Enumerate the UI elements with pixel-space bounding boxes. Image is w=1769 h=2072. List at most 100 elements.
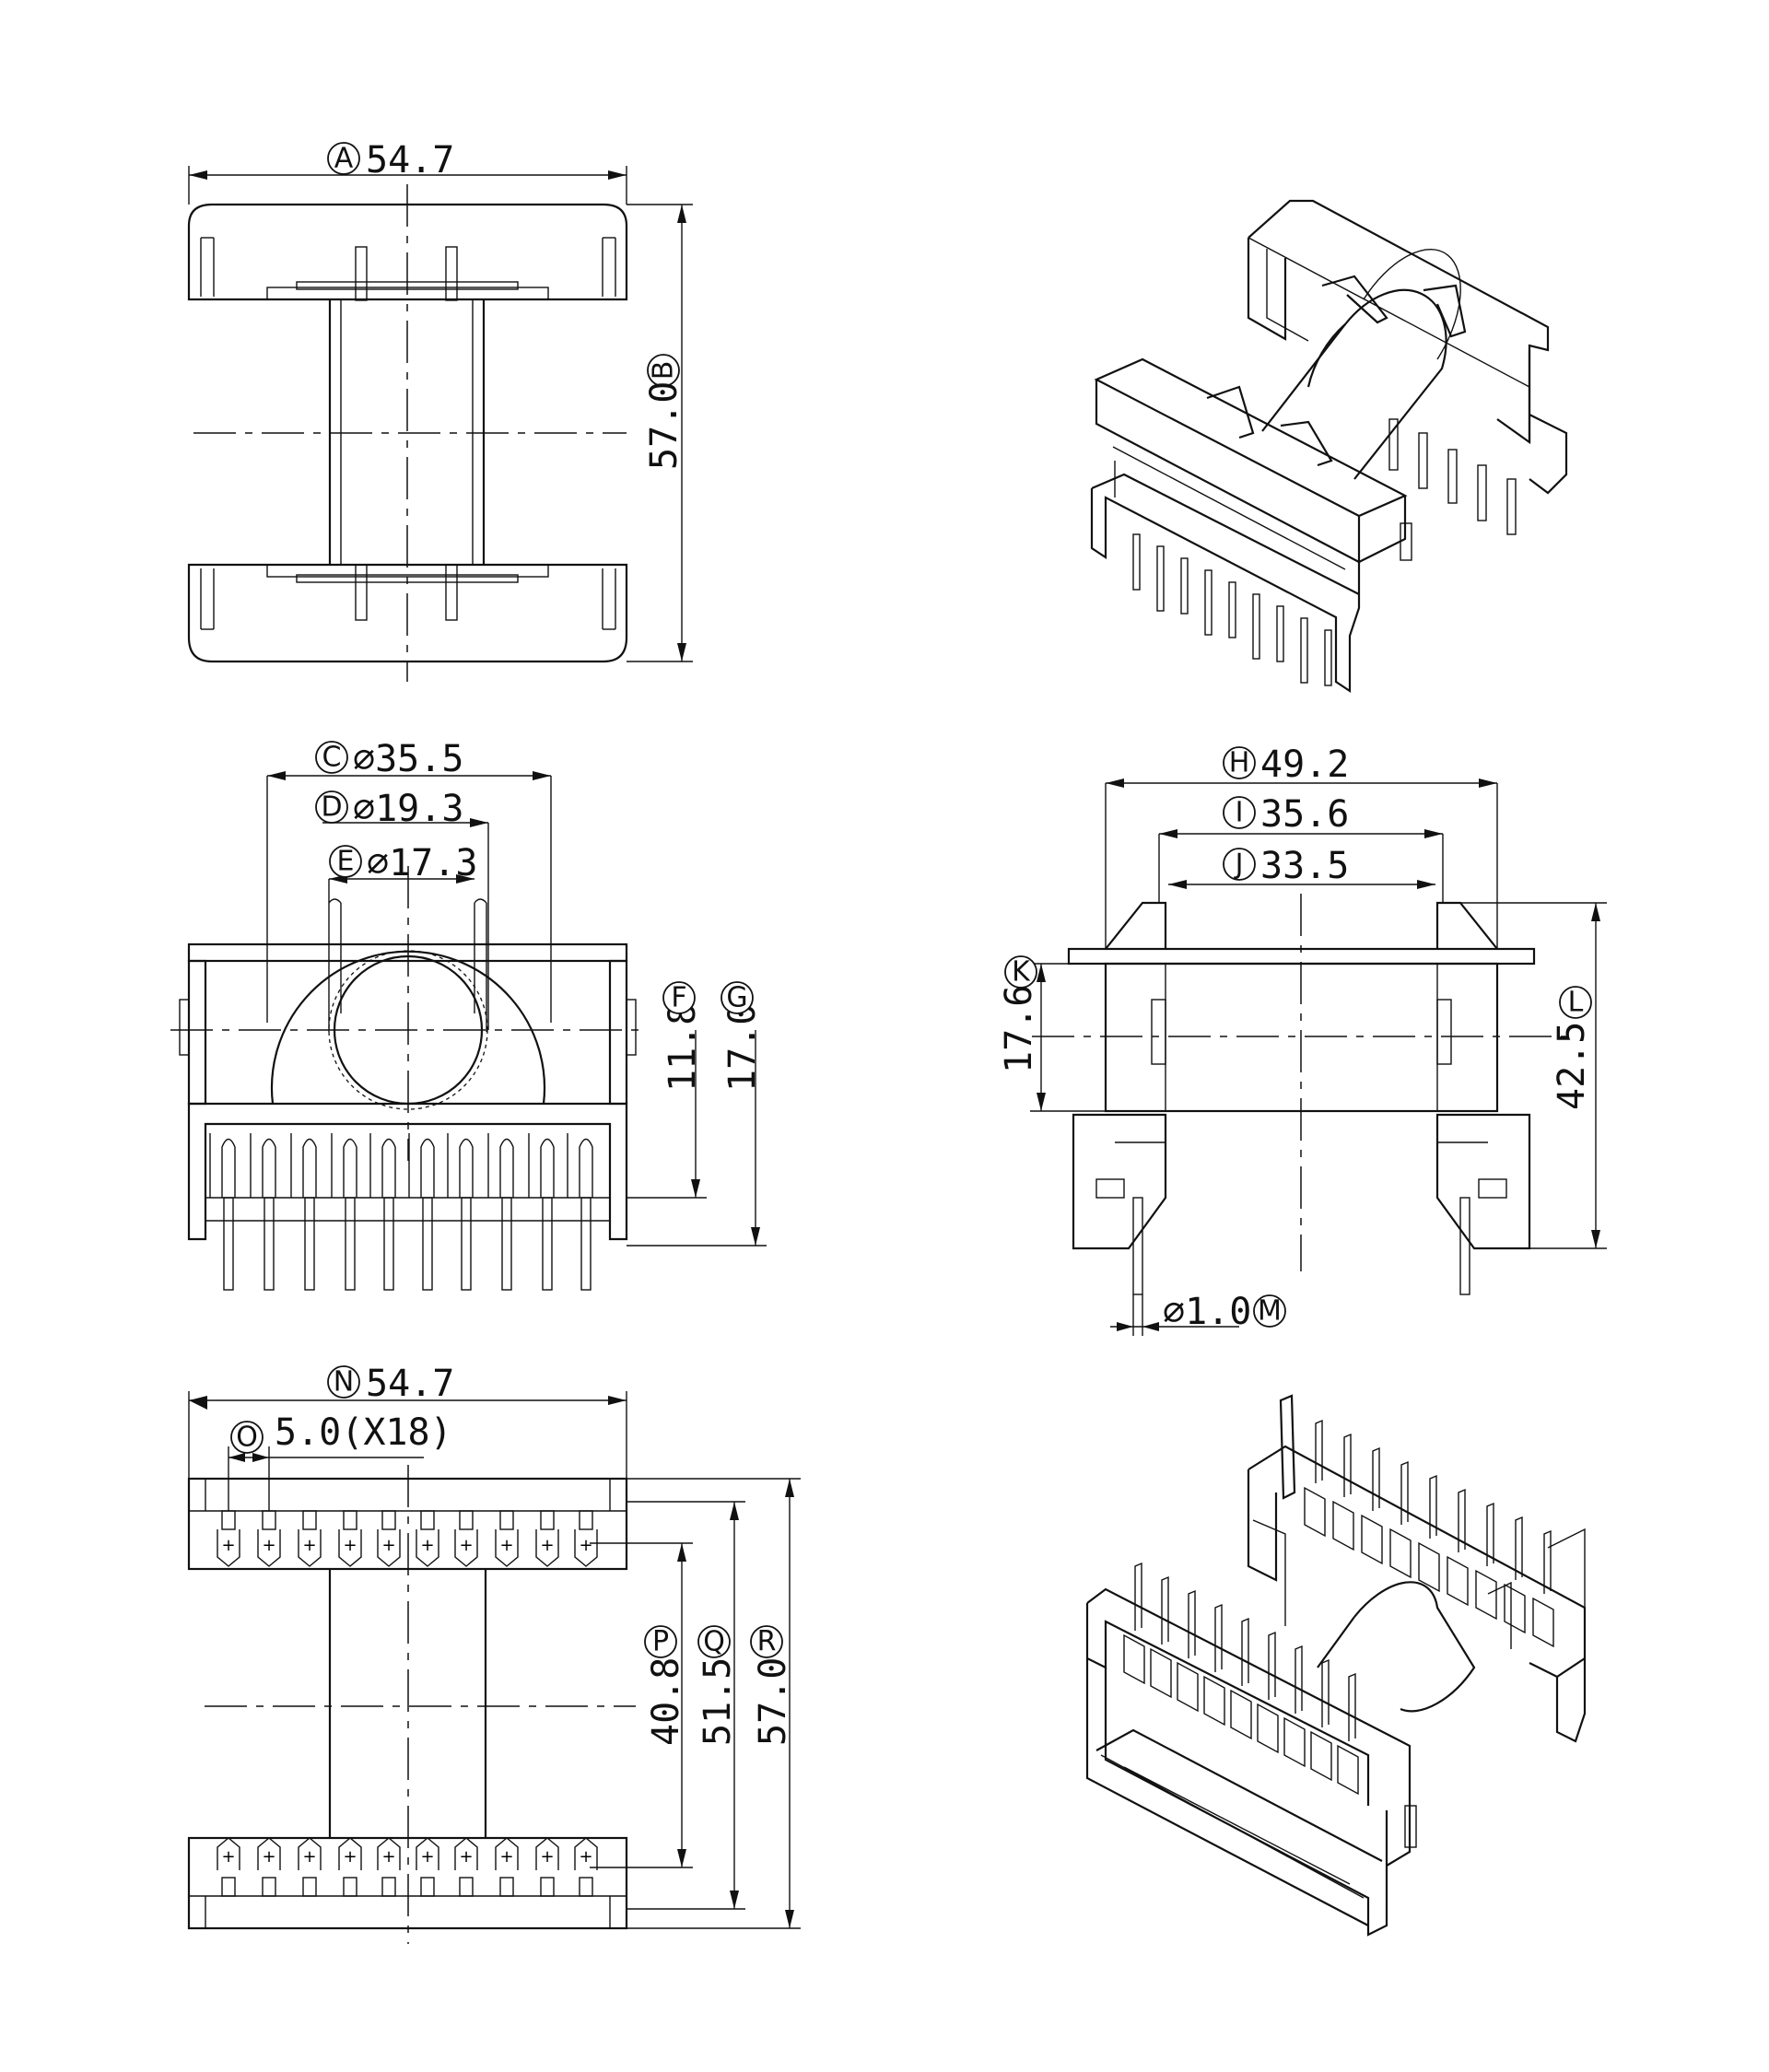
dim-a-value: 54.7	[366, 139, 454, 181]
dim-f-value: 11.8	[662, 1003, 704, 1092]
dim-o-letter: O	[236, 1422, 258, 1454]
isometric-view-top	[1090, 199, 1568, 694]
pin-marker: +	[459, 1536, 473, 1555]
bottom-pin-slot	[420, 1510, 435, 1530]
pin-marker: +	[499, 1536, 513, 1555]
front-pin	[345, 1197, 356, 1291]
bottom-pin-slot	[499, 1510, 514, 1530]
iso-pin-pad	[1123, 1633, 1145, 1685]
dim-q-letter: Q	[703, 1626, 725, 1658]
bottom-pin-pad	[217, 1529, 240, 1567]
bottom-pin-pad	[298, 1837, 322, 1870]
dim-i-letter: I	[1236, 797, 1244, 829]
front-pin-boss	[540, 1138, 555, 1198]
iso-pin-pad	[1504, 1583, 1526, 1634]
bottom-pin-pad	[257, 1529, 281, 1567]
front-pin-boss	[302, 1138, 317, 1198]
bottom-pin-slot	[302, 1510, 317, 1530]
bottom-view: ++++++++++++++++++++	[187, 1391, 801, 1944]
iso-pin-pad	[1389, 1528, 1412, 1579]
iso-bottom-front-pin-row	[1123, 1562, 1359, 1796]
dim-a-label: A 54.7	[327, 139, 454, 181]
iso-pin	[1343, 1433, 1352, 1497]
dim-l-letter: L	[1568, 987, 1584, 1019]
dim-f-label: 11.8	[662, 1003, 704, 1092]
pin-marker: +	[221, 1536, 235, 1555]
bottom-pin-slot	[499, 1877, 514, 1897]
front-pin	[223, 1197, 234, 1291]
dim-q-value: 51.5	[697, 1657, 739, 1746]
dim-q-label: 51.5	[697, 1657, 739, 1746]
bottom-pin-slot	[381, 1877, 396, 1897]
front-pin	[461, 1197, 472, 1291]
iso-pin-pad	[1177, 1661, 1199, 1713]
pin-marker: +	[262, 1847, 275, 1867]
dim-b-letter: B	[648, 361, 680, 380]
dim-c-letter: C	[322, 742, 342, 774]
dim-d-label: D ⌀19.3	[315, 788, 463, 830]
isometric-view-bottom	[1085, 1394, 1587, 1937]
iso-pin	[1180, 557, 1189, 615]
dim-h-value: 49.2	[1260, 743, 1349, 786]
bottom-pin-slot	[579, 1877, 593, 1897]
bottom-pin-pad	[377, 1837, 401, 1870]
bottom-pin-pad	[535, 1529, 559, 1567]
iso-pin-pad	[1283, 1716, 1306, 1768]
iso-pin	[1429, 1474, 1437, 1539]
dim-p-marker: P	[644, 1625, 677, 1658]
iso-pin	[1156, 545, 1165, 612]
pin-marker: +	[499, 1847, 513, 1867]
iso-pin	[1204, 569, 1213, 636]
dim-p-value: 40.8	[645, 1657, 687, 1746]
front-pin	[580, 1197, 592, 1291]
dim-f-marker: F	[662, 981, 696, 1014]
iso-pin	[1268, 1631, 1276, 1700]
dim-o-value: 5.0(X18)	[275, 1411, 452, 1454]
dim-j-label: J 33.5	[1223, 845, 1349, 887]
bottom-pin-pad	[338, 1837, 362, 1870]
front-pin-boss	[221, 1138, 236, 1198]
iso-top-pin-row	[1132, 533, 1332, 686]
dimension-labels: A 54.7 B 57.0 C ⌀35.5 D ⌀19.3 E ⌀17.3	[230, 139, 1593, 1746]
bottom-pin-pad	[574, 1529, 598, 1567]
dim-r-letter: R	[757, 1626, 777, 1658]
bottom-pin-slot	[262, 1877, 276, 1897]
pin-marker: +	[420, 1847, 434, 1867]
bottom-pin-slot	[262, 1510, 276, 1530]
dim-j-value: 33.5	[1260, 845, 1349, 887]
bottom-pin-grid: ++++++++++++++++++++	[217, 1510, 598, 1897]
iso-pin	[1228, 581, 1236, 638]
dim-o-label: O 5.0(X18)	[230, 1411, 452, 1454]
dim-k-value: 17.6	[998, 985, 1040, 1073]
front-pin-boss	[579, 1138, 593, 1198]
front-pin-boss	[381, 1138, 396, 1198]
iso-pin	[1276, 605, 1284, 662]
dim-g-value: 17.0	[721, 1003, 764, 1092]
iso-pin	[1241, 1617, 1249, 1686]
bottom-pin-slot	[540, 1877, 555, 1897]
bottom-pin-pad	[217, 1837, 240, 1870]
iso-pin-pad	[1447, 1555, 1469, 1607]
iso-pin	[1515, 1516, 1523, 1580]
bottom-pin-slot	[579, 1510, 593, 1530]
iso-pin	[1161, 1575, 1169, 1645]
iso-pin	[1214, 1603, 1223, 1672]
iso-pin	[1315, 1419, 1323, 1483]
iso-bottom-back-pin-row	[1304, 1419, 1554, 1648]
iso-pin-pad	[1418, 1541, 1440, 1593]
dim-f-letter: F	[671, 982, 686, 1014]
iso-pin	[1295, 1645, 1303, 1714]
dim-l-value: 42.5	[1551, 1022, 1593, 1110]
iso-pin-pad	[1475, 1569, 1497, 1621]
dim-q-marker: Q	[697, 1625, 731, 1658]
dim-c-value: ⌀35.5	[353, 738, 463, 780]
iso-pin	[1252, 593, 1260, 660]
dim-k-letter: K	[1012, 956, 1031, 989]
iso-pin-pad	[1532, 1597, 1554, 1648]
pin-marker: +	[579, 1847, 592, 1867]
dim-n-label: N 54.7	[327, 1363, 454, 1405]
dim-b-value: 57.0	[643, 381, 685, 470]
bottom-pin-slot	[459, 1510, 474, 1530]
iso-pin-pad	[1332, 1500, 1354, 1551]
dim-k-value-group: 17.6	[998, 985, 1040, 1073]
